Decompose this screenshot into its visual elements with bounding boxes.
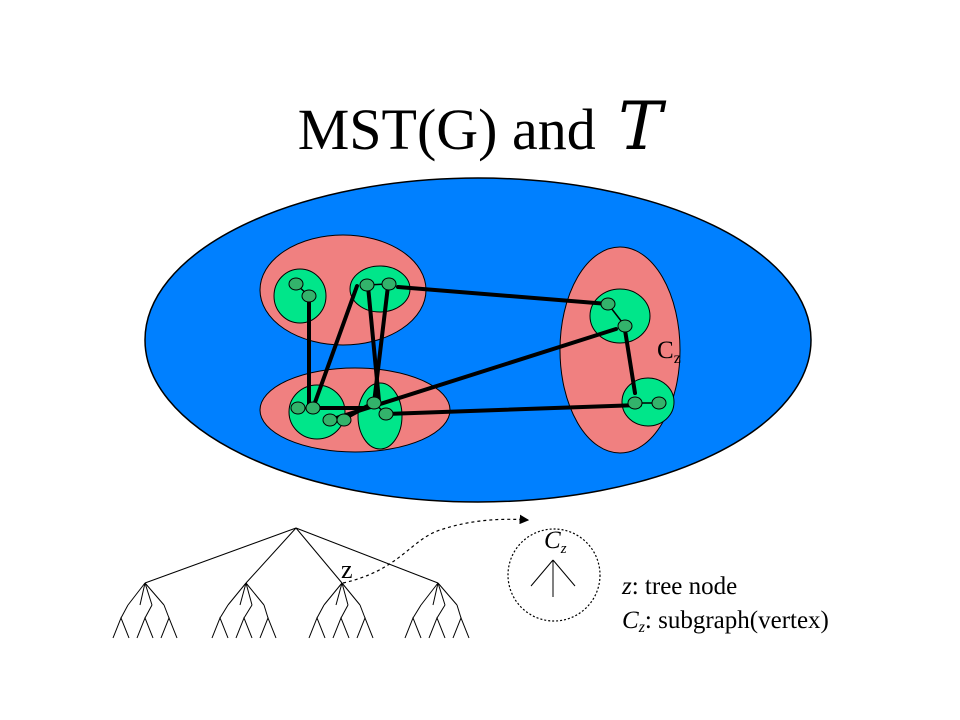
vertex <box>322 413 338 427</box>
vertex <box>600 297 616 311</box>
vertex <box>359 278 375 292</box>
slide-title: MST(G) and T <box>0 88 960 165</box>
vertex <box>381 277 397 291</box>
graph-ellipse <box>144 177 812 503</box>
zoom-subtree <box>530 559 576 597</box>
legend-line-tree-node: z: tree node <box>622 573 738 600</box>
vertex <box>305 401 321 415</box>
vertex <box>627 396 643 410</box>
zoom-label: Cz <box>544 527 567 557</box>
vertex <box>290 401 306 415</box>
vertex <box>617 319 633 333</box>
subcluster <box>273 268 327 324</box>
legend-line-subgraph: Cz: subgraph(vertex) <box>622 607 829 636</box>
hierarchy-tree <box>112 527 470 639</box>
title-text: MST(G) and <box>297 97 596 162</box>
tree-node-label: z <box>341 555 353 584</box>
vertex <box>301 289 317 303</box>
cluster-label: Cz <box>657 337 681 367</box>
vertex <box>366 396 382 410</box>
vertex <box>651 396 667 410</box>
vertex <box>288 277 304 291</box>
legend: z: tree node Cz: subgraph(vertex) <box>622 570 829 645</box>
zoom-circle <box>507 528 601 622</box>
vertices <box>288 277 667 427</box>
zoom-arrow <box>342 514 530 584</box>
calligraphic-t-symbol: T <box>618 88 663 165</box>
vertex <box>336 413 352 427</box>
vertex <box>378 407 394 421</box>
